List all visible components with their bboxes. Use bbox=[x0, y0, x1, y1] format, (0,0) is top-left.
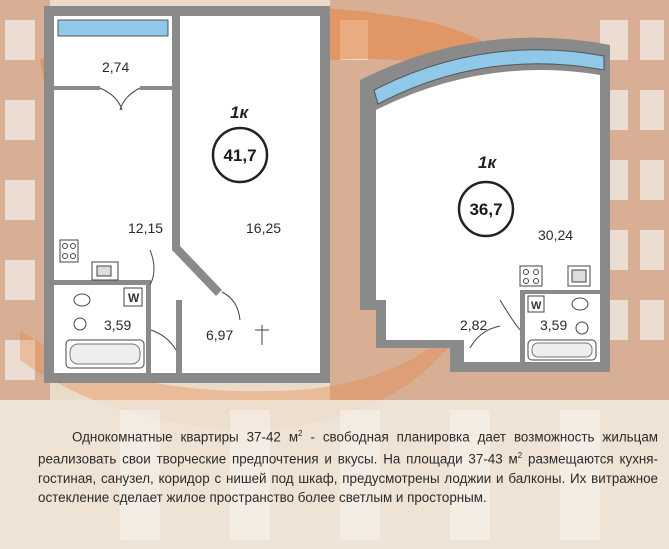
total-area-badge bbox=[457, 180, 515, 238]
wall bbox=[140, 86, 172, 90]
wall bbox=[176, 300, 182, 373]
door-swing bbox=[150, 329, 177, 351]
wall bbox=[146, 280, 151, 373]
door-swing bbox=[149, 249, 155, 286]
door-swing bbox=[469, 325, 501, 349]
plan-2: W 1к 36,7 30,24 2,82 3,59 bbox=[360, 37, 610, 372]
door-swing bbox=[221, 291, 241, 321]
plan-1-floor bbox=[54, 16, 320, 373]
stove-icon bbox=[519, 265, 543, 287]
total-area-badge bbox=[211, 126, 269, 184]
floor-plans: W 2,74 12,15 16,25 3,59 6,97 1к 41,7 bbox=[44, 6, 610, 383]
wall bbox=[54, 86, 100, 90]
room-area-bathroom: 3,59 bbox=[540, 317, 567, 333]
wall bbox=[172, 240, 222, 296]
room-area-living: 16,25 bbox=[246, 220, 281, 236]
room-area-balcony: 2,74 bbox=[102, 59, 129, 75]
toilet-icon bbox=[571, 297, 589, 311]
superscript: 2 bbox=[517, 451, 523, 461]
wall bbox=[54, 280, 146, 285]
door-swing bbox=[499, 299, 521, 331]
svg-text:W: W bbox=[531, 300, 542, 312]
plan-1-partition bbox=[172, 6, 180, 246]
room-area-living: 30,24 bbox=[538, 227, 573, 243]
plan-1: W 2,74 12,15 16,25 3,59 6,97 1к 41,7 bbox=[44, 6, 330, 383]
room-area-hall: 6,97 bbox=[206, 327, 233, 343]
room-area-hall: 2,82 bbox=[460, 317, 487, 333]
door-swing bbox=[119, 87, 141, 111]
description-part-3: размещаются кухня-гостиная, санузел, кор… bbox=[38, 451, 659, 505]
total-area-value: 36,7 bbox=[469, 200, 502, 219]
apartment-type-label: 1к bbox=[230, 103, 249, 122]
wall bbox=[460, 340, 464, 362]
washer-icon bbox=[527, 295, 545, 313]
washbasin-icon bbox=[73, 317, 87, 331]
description-part-1: Однокомнатные квартиры 37-42 м bbox=[72, 429, 299, 445]
superscript: 2 bbox=[298, 429, 303, 438]
plan-1-balcony-glass bbox=[57, 19, 169, 37]
total-area-value: 41,7 bbox=[223, 146, 256, 165]
svg-text:W: W bbox=[128, 291, 140, 305]
plan-2-glass bbox=[373, 49, 605, 105]
room-area-kitchen: 12,15 bbox=[128, 220, 163, 236]
toilet-icon bbox=[73, 293, 91, 307]
wall bbox=[520, 290, 600, 294]
washer-icon bbox=[123, 287, 143, 307]
stove-icon bbox=[59, 239, 79, 263]
apartment-type-label: 1к bbox=[478, 153, 497, 172]
description-paragraph: Однокомнатные квартиры 37-42 м2 - свобод… bbox=[38, 424, 658, 507]
wall bbox=[520, 290, 525, 362]
description-part-2: - свободная планировка дает возможность … bbox=[38, 429, 658, 467]
room-area-bathroom: 3,59 bbox=[104, 317, 131, 333]
washbasin-icon bbox=[575, 321, 589, 335]
